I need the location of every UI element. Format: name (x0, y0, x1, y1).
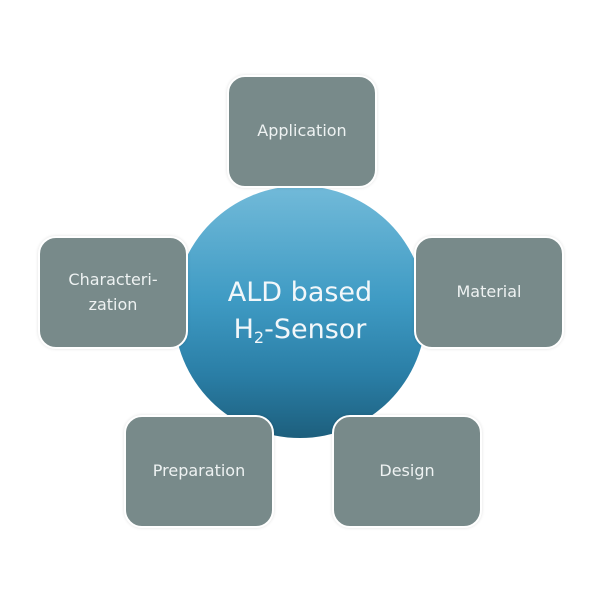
node-label: Design (379, 461, 435, 481)
h-symbol: H (233, 313, 254, 345)
center-title-line2: H2-Sensor (234, 312, 367, 349)
node-label: Material (456, 282, 522, 302)
node-label-line1: Characteri- (68, 269, 158, 289)
node-label: Preparation (152, 461, 246, 481)
center-node-ald-h2-sensor: ALD based H2-Sensor (174, 186, 426, 438)
node-preparation: Preparation (124, 415, 274, 528)
node-characterization: Characteri- zation (38, 236, 188, 349)
center-title-line1: ALD based (227, 277, 373, 309)
node-material: Material (414, 236, 564, 349)
node-application: Application (227, 75, 377, 188)
subscript-2: 2 (253, 327, 265, 347)
node-design: Design (332, 415, 482, 528)
node-label-line2: zation (88, 294, 138, 314)
sensor-text: -Sensor (264, 313, 367, 345)
node-label: Application (257, 121, 347, 141)
